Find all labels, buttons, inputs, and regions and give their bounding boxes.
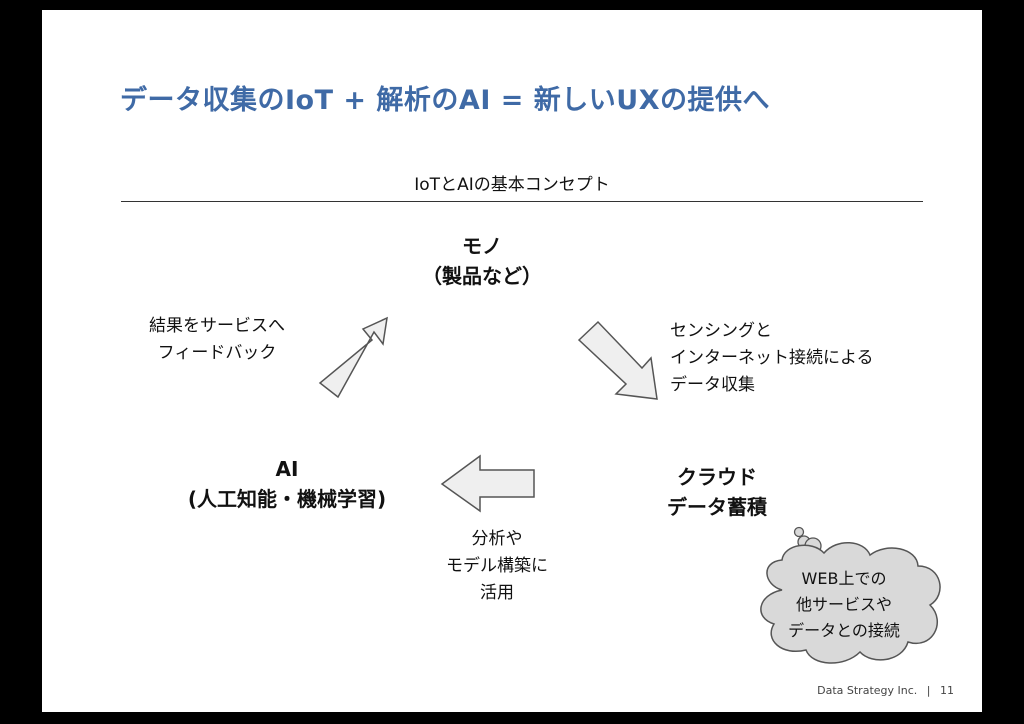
arrow-down-right-icon [577,320,658,400]
note-analysis-line2: モデル構築に [446,556,548,576]
cloud-bubble-line1: WEB上での [801,569,887,588]
note-analysis-line1: 分析や [471,529,523,549]
note-sensing-line3: データ収集 [670,375,755,395]
note-feedback-line2: フィードバック [157,343,277,363]
arrow-left-icon [440,454,535,513]
node-ai: AI (人工知能・機械学習) [142,454,432,514]
node-thing-subtitle: （製品など） [422,264,542,288]
note-sensing-line2: インターネット接続による [670,348,874,368]
diagram-shapes [318,316,941,664]
note-feedback-line1: 結果をサービスへ [149,316,285,336]
note-analysis-line3: 活用 [480,583,514,603]
cloud-bubble-line2: 他サービスや [795,595,892,614]
footer-separator: | [926,684,931,697]
cloud-bubble-line3: データとの接続 [788,621,900,640]
slide: データ収集のIoT + 解析のAI = 新しいUXの提供へ IoTとAIの基本コ… [42,10,982,712]
node-thing-title: モノ [462,234,502,258]
node-cloud: クラウド データ蓄積 [642,462,792,522]
arrow-up-right-icon [318,316,388,399]
divider [121,201,923,202]
note-feedback: 結果をサービスへ フィードバック [122,313,312,367]
note-sensing: センシングと インターネット接続による データ収集 [670,318,910,399]
cloud-bubble-icon [760,526,941,664]
footer: Data Strategy Inc. | 11 [817,684,954,697]
page-title: データ収集のIoT + 解析のAI = 新しいUXの提供へ [120,85,771,116]
note-sensing-line1: センシングと [670,321,772,341]
note-analysis: 分析や モデル構築に 活用 [422,526,572,607]
node-ai-title: AI [275,457,299,481]
node-cloud-subtitle: データ蓄積 [667,495,767,519]
node-ai-subtitle: (人工知能・機械学習) [187,487,387,511]
node-thing: モノ （製品など） [412,231,552,291]
cloud-bubble-text: WEB上での 他サービスや データとの接続 [770,566,918,644]
page-number: 11 [940,684,954,697]
footer-company: Data Strategy Inc. [817,684,918,697]
node-cloud-title: クラウド [677,465,757,489]
concept-subtitle: IoTとAIの基本コンセプト [414,175,610,195]
